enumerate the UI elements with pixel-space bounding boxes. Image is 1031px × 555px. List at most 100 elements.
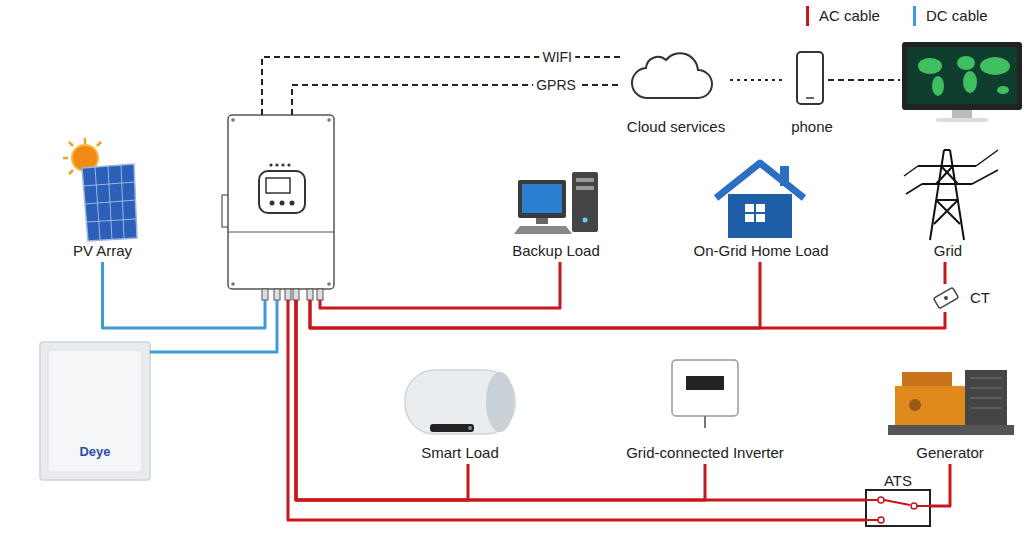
hybrid-inverter-drawing-part bbox=[228, 231, 334, 232]
hybrid-inverter-drawing-part bbox=[317, 289, 323, 300]
computer-icon bbox=[514, 172, 598, 234]
hybrid-inverter-drawing-part bbox=[231, 118, 235, 122]
node-label: Grid-connected Inverter bbox=[626, 444, 784, 462]
hybrid-inverter-drawing-part bbox=[285, 289, 291, 300]
node-label: Cloud services bbox=[627, 118, 725, 136]
generator-icon bbox=[888, 370, 1014, 435]
battery-node: Deye bbox=[40, 342, 150, 482]
pylon-icon-part bbox=[936, 166, 953, 184]
grid-inverter-node: Grid-connected Inverter bbox=[606, 348, 804, 464]
pylon-icon-part bbox=[937, 199, 958, 201]
ats-switch-drawing-part bbox=[878, 497, 884, 503]
computer-icon-part bbox=[518, 180, 566, 218]
hybrid-inverter-drawing-part bbox=[275, 163, 278, 166]
house-icon-part bbox=[716, 163, 804, 198]
pv-array-icon-part-part bbox=[63, 157, 68, 160]
pv-array-icon bbox=[63, 138, 137, 241]
computer-icon-part bbox=[572, 172, 598, 232]
legend-label: DC cable bbox=[926, 7, 988, 25]
hybrid-inverter-drawing-part bbox=[262, 289, 268, 300]
cable-connector bbox=[288, 300, 866, 520]
computer-icon-part bbox=[536, 218, 548, 224]
hybrid-inverter-drawing-part bbox=[327, 282, 331, 286]
hybrid-inverter-drawing-part bbox=[290, 201, 295, 206]
generator-icon-part bbox=[970, 378, 1002, 408]
monitor-icon-part bbox=[902, 42, 1022, 110]
monitor-icon bbox=[902, 42, 1022, 122]
hybrid-inverter-drawing-part bbox=[307, 289, 313, 300]
house-icon-part bbox=[745, 212, 765, 214]
hybrid-inverter-drawing-part bbox=[228, 115, 334, 289]
computer-icon-part bbox=[576, 178, 594, 182]
wireless-link bbox=[262, 57, 622, 115]
pylon-icon-part bbox=[972, 170, 998, 184]
hybrid-inverter-drawing-part bbox=[269, 163, 272, 166]
ats-switch-drawing bbox=[866, 490, 930, 526]
phone-monitor-link bbox=[828, 79, 900, 81]
grid-node: Grid bbox=[898, 135, 998, 262]
home-load-node: On-Grid Home Load bbox=[676, 155, 846, 262]
pylon-icon-part bbox=[936, 200, 960, 224]
pylon-icon-part bbox=[934, 200, 958, 224]
hybrid-inverter-drawing-part bbox=[287, 163, 290, 166]
node-label: Deye bbox=[79, 443, 110, 461]
generator-icon-part-part bbox=[970, 388, 1002, 389]
monitor-icon-part bbox=[936, 118, 988, 122]
pv-array-node: PV Array bbox=[55, 135, 150, 262]
computer-icon-part bbox=[522, 184, 562, 213]
monitor-icon-part bbox=[963, 71, 977, 93]
generator-icon-part bbox=[902, 372, 952, 386]
node-label: Smart Load bbox=[421, 444, 499, 462]
current-transformer-icon-part bbox=[933, 287, 958, 308]
ats-switch-drawing-part-part bbox=[917, 505, 930, 507]
phone-icon bbox=[797, 52, 823, 104]
monitor-icon-part bbox=[918, 58, 942, 74]
cable-connector bbox=[930, 464, 950, 506]
pv-array-icon-part-part bbox=[83, 182, 135, 186]
generator-icon-part bbox=[895, 386, 965, 425]
ats-switch-drawing-part bbox=[866, 490, 930, 526]
cloud-icon bbox=[632, 53, 712, 98]
ats-switch-drawing-part bbox=[911, 503, 917, 509]
pylon-icon-part bbox=[944, 149, 950, 151]
generator-icon-part-part bbox=[970, 408, 1002, 409]
hybrid-inverter-drawing-part bbox=[293, 289, 299, 300]
ats-switch-drawing-part bbox=[878, 517, 884, 523]
phone-icon-part bbox=[797, 52, 823, 104]
ats-switch-drawing-part-part bbox=[866, 519, 878, 521]
string-inverter-icon bbox=[672, 360, 738, 428]
pv-array-icon-part-part bbox=[108, 166, 112, 240]
node-label: On-Grid Home Load bbox=[693, 242, 828, 260]
string-inverter-icon-part bbox=[672, 360, 738, 416]
pv-array-icon-part-part bbox=[97, 142, 101, 146]
smart-load-node: Smart Load bbox=[392, 358, 528, 464]
pylon-icon bbox=[904, 150, 998, 240]
node-label: ATS bbox=[884, 472, 912, 490]
cable-connector bbox=[310, 300, 945, 328]
monitor-icon-part bbox=[957, 56, 975, 70]
edge-label: GPRS bbox=[533, 77, 579, 93]
monitor-icon-part bbox=[907, 47, 1017, 104]
pv-array-icon-part-part bbox=[84, 138, 87, 144]
node-label: Generator bbox=[916, 444, 984, 462]
hybrid-inverter-drawing-part bbox=[281, 163, 284, 166]
backup-load-node: Backup Load bbox=[498, 165, 614, 262]
computer-icon-part bbox=[576, 186, 594, 190]
edge-label: WIFI bbox=[539, 49, 575, 65]
generator-icon-part-part bbox=[970, 398, 1002, 399]
pv-array-icon-part bbox=[83, 165, 136, 240]
string-inverter-icon-part bbox=[704, 416, 706, 428]
pylon-icon-part bbox=[906, 184, 922, 194]
hybrid-inverter-drawing bbox=[222, 115, 334, 300]
generator-icon-part bbox=[965, 370, 1007, 425]
pylon-icon-part bbox=[950, 150, 964, 240]
cable-connector bbox=[320, 262, 560, 308]
pylon-icon-part bbox=[976, 150, 998, 166]
node-label: CT bbox=[970, 289, 990, 307]
legend-swatch bbox=[913, 6, 916, 26]
pv-array-icon-part-part bbox=[121, 165, 124, 239]
pylon-icon-part bbox=[922, 183, 972, 185]
legend-entry: AC cable bbox=[806, 6, 880, 26]
